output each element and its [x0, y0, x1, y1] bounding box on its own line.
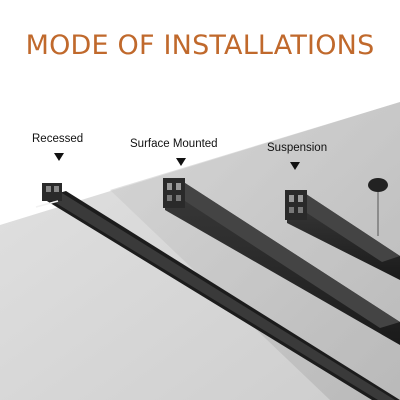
suspension-canopy	[368, 178, 388, 236]
label-recessed: Recessed	[32, 133, 84, 145]
triangle-down-icon	[176, 158, 186, 166]
label-suspension: Suspension	[267, 142, 328, 154]
recessed-track	[35, 183, 400, 400]
triangle-down-icon	[290, 162, 300, 170]
triangle-down-icon	[54, 153, 64, 161]
label-surface-mounted: Surface Mounted	[130, 138, 218, 150]
surface-mounted-track	[163, 178, 400, 345]
page-title: MODE OF INSTALLATIONS	[25, 30, 375, 61]
suspension-track	[285, 190, 400, 280]
